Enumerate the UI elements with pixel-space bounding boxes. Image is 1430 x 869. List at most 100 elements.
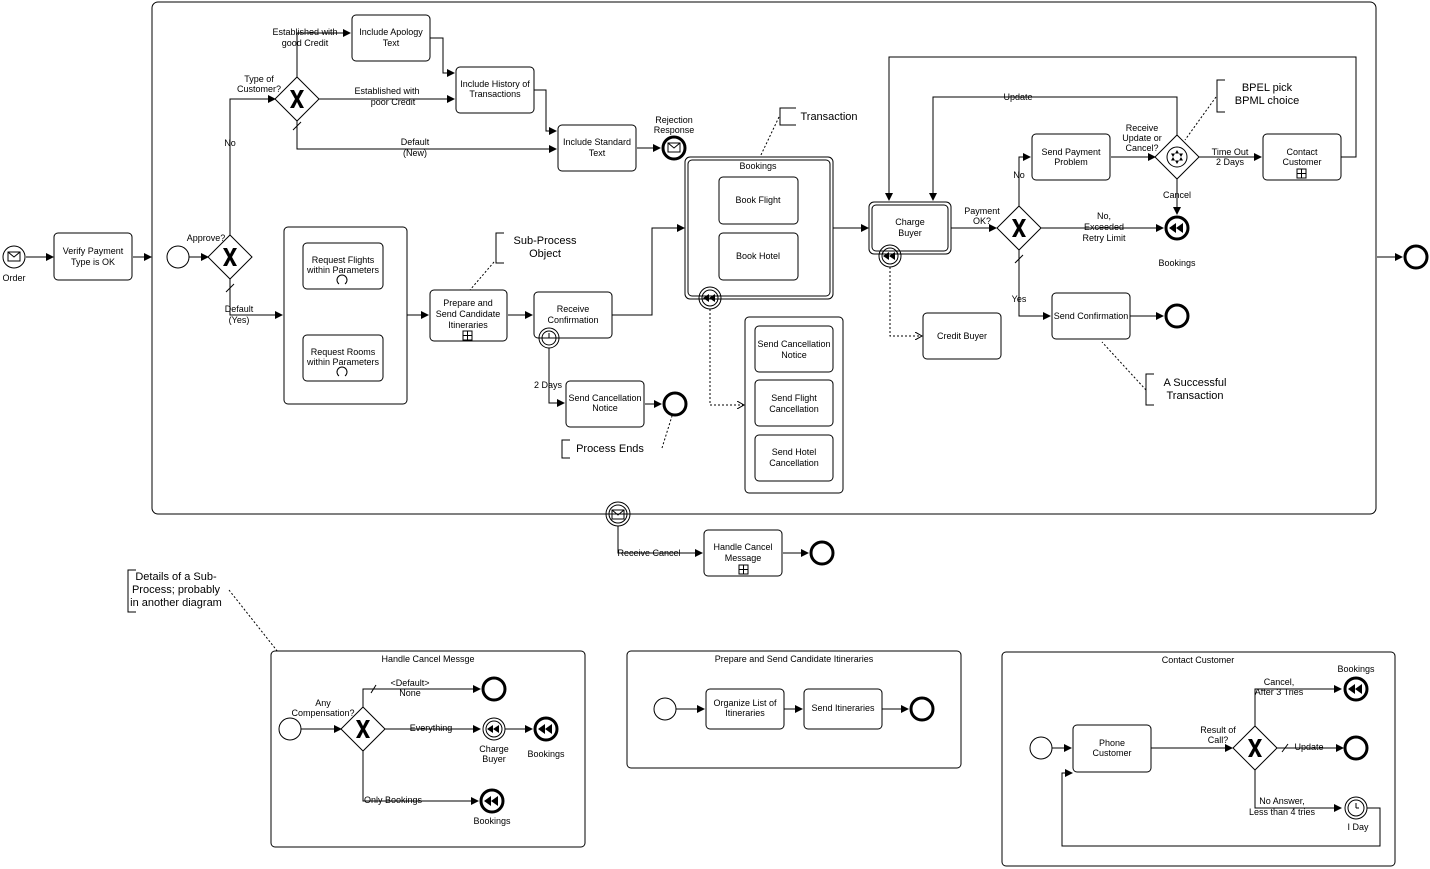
main-subprocess-box [151,1,1377,515]
loop-icon [336,274,348,285]
request-rooms-task[interactable] [302,334,384,382]
rewind-icon [883,252,895,260]
send-itin-label: Send Itineraries [811,703,875,713]
hc-none-end-event[interactable] [481,676,507,702]
comp-notice-label: Notice [781,350,807,360]
phone-label: Phone [1099,738,1125,748]
request-parallel-box[interactable] [283,226,408,405]
cancel-end-event[interactable] [1164,215,1190,241]
details-annot-text: Details of a Sub- [135,571,217,583]
comp-hotel-label: Cancellation [769,458,819,468]
type-label: Type of [244,74,274,84]
main-end-event[interactable] [1403,244,1429,270]
request-flights-task[interactable] [302,242,384,290]
successful-annotation [1145,373,1154,406]
cancel3-label: After 3 Tries [1255,687,1304,697]
req-rooms-label: within Parameters [306,357,380,367]
comp-send-hotel-cancellation[interactable] [754,434,834,482]
prep-start-event[interactable] [653,697,677,721]
include-standard-task[interactable] [557,124,637,172]
cc-update-label: Update [1294,742,1323,752]
hc-any-comp-label: Any [315,698,331,708]
compensation-box [744,316,844,494]
verify-payment-task[interactable] [53,232,133,281]
cc-update-end-event[interactable] [1343,735,1369,761]
payment-ok-label: Payment [964,206,1000,216]
cc-start-event[interactable] [1029,736,1053,760]
apology-label: Include Apology [359,27,423,37]
apology-label: Text [383,38,400,48]
hc-any-comp-label: Compensation? [291,708,354,718]
charge-buyer-label: Buyer [898,228,922,238]
handle-cancel-label: Handle Cancel [713,542,772,552]
organize-label: Itineraries [725,708,765,718]
rewind-icon [484,796,498,806]
two-days-label: 2 Days [534,380,563,390]
inner-start-event[interactable] [166,245,190,269]
no-answer-label: Less than 4 tries [1249,807,1316,817]
history-label: Transactions [469,89,521,99]
exceeded-label: Retry Limit [1082,233,1126,243]
poor-credit-label: poor Credit [371,97,416,107]
prepare-label: Prepare and [443,298,493,308]
x-marker-icon [356,720,370,738]
rewind-icon [538,724,552,734]
handle-cancel-label: Message [725,553,762,563]
bookings-transaction[interactable] [684,156,834,300]
credit-buyer-task[interactable] [922,312,1002,360]
receive-update-label: Cancel? [1125,143,1158,153]
rewind-icon [1169,223,1183,233]
handle-cancel-end-event[interactable] [809,540,835,566]
hc-bookings2-label: Bookings [473,816,511,826]
send-confirmation-label: Send Confirmation [1054,311,1129,321]
comp-send-flight-cancellation[interactable] [754,379,834,427]
approve-label: Approve? [187,233,226,243]
hc-start-event[interactable] [278,717,302,741]
organize-label: Organize List of [713,698,777,708]
contact-customer-label: Contact [1286,147,1318,157]
rewind-icon [487,725,499,733]
rejection-label: Response [654,125,695,135]
hc-only-bookings-end-event[interactable] [479,788,505,814]
x-marker-icon [1248,739,1262,757]
charge-buyer-label: Charge [895,217,925,227]
comp-send-cancellation-notice[interactable] [754,325,834,373]
prepare-panel [626,650,962,769]
send-cancellation-notice-task[interactable] [565,380,645,428]
default-yes-label: (Yes) [229,315,250,325]
successful-annot-text: Transaction [1166,390,1223,402]
book-flight-task[interactable] [718,176,799,225]
result-label: Call? [1208,735,1229,745]
bookings-cancel-label: Bookings [1158,258,1196,268]
book-hotel-task[interactable] [718,232,799,281]
transaction-annot-text: Transaction [800,111,857,123]
process-ends-event[interactable] [662,391,688,417]
envelope-icon [611,509,625,520]
contact-customer-panel [1001,651,1396,867]
successful-annot-text: A Successful [1164,377,1227,389]
receive-update-label: Receive [1126,123,1159,133]
receive-cancel-label: Receive Cancel [617,548,680,558]
details-annotation [127,569,136,613]
hc-bookings-end-event[interactable] [533,716,559,742]
poor-credit-label: Established with [354,86,419,96]
rewind-icon [1348,684,1362,694]
timeout-label: Time Out [1212,147,1249,157]
one-day-label: I Day [1347,822,1369,832]
handle-cancel-subprocess[interactable] [703,529,783,577]
prepare-itineraries-subprocess[interactable] [429,289,508,342]
order-message-start-event[interactable] [2,245,26,269]
req-rooms-label: Request Rooms [311,347,376,357]
hc-charge-buyer-label: Buyer [482,754,506,764]
payment-problem-label: Problem [1054,157,1088,167]
success-end-event[interactable] [1164,303,1190,329]
cc-bookings-end-event[interactable] [1343,676,1369,702]
update-label: Update [1003,92,1032,102]
cc-bookings-label: Bookings [1337,664,1375,674]
exceeded-label: No, [1097,211,1111,221]
send-payment-problem-task[interactable] [1031,133,1111,181]
envelope-icon [667,142,681,153]
good-credit-label: Established with [272,27,337,37]
rejection-end-event[interactable] [661,135,687,161]
prep-end-event[interactable] [909,696,935,722]
